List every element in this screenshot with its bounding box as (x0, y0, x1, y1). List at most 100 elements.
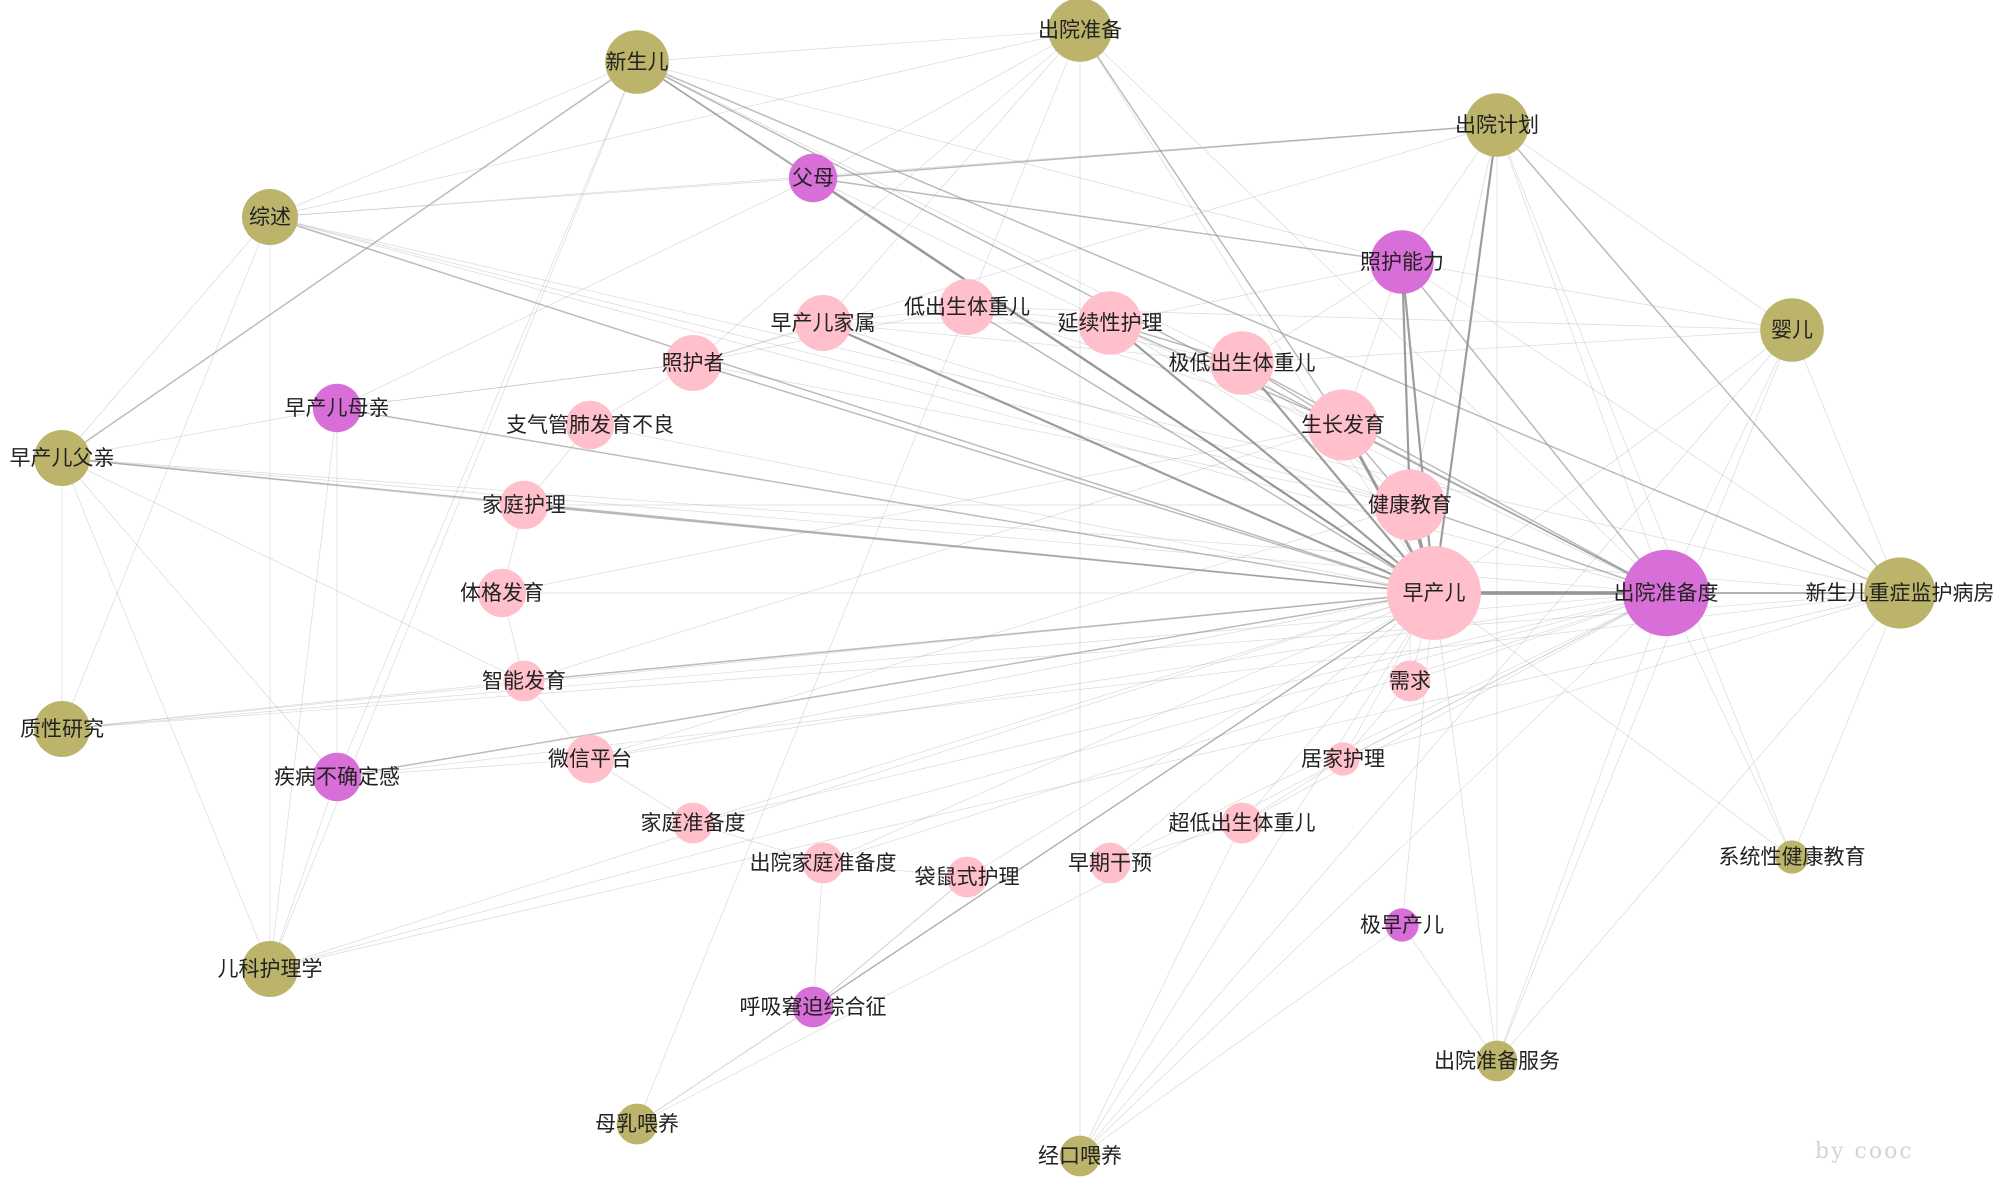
edge-jkjy-zhz (692, 362, 1411, 506)
node-label-zcrfq: 早产儿父亲 (10, 446, 115, 470)
node-zhnl (1370, 230, 1434, 294)
edge-xsezzjhbf-jjhl (1342, 592, 1901, 760)
edge-zcrmq-zhz (336, 362, 694, 409)
edge-fm-zcrmq (336, 177, 814, 409)
node-zhz (665, 335, 721, 391)
node-label-jthl: 家庭护理 (482, 493, 566, 517)
node-dsshl (946, 856, 988, 898)
node-zcrjs (795, 295, 851, 351)
edge-jzcr-cyzbfw (1401, 924, 1498, 1062)
edge-hxjpzhz-dsshl (812, 876, 968, 1008)
edge-szfy-znfy (523, 424, 1344, 682)
edge-zhz-zcrmq (336, 362, 694, 409)
edge-cyzbd-cyjh (1496, 124, 1667, 594)
node-label-zhnl: 照护能力 (1360, 250, 1444, 274)
edge-zcr-zhz (692, 362, 1435, 594)
node-cyjtzbd (802, 842, 844, 884)
edge-wxpt-jbbqdg (336, 758, 591, 778)
edge-cyzb-zs (269, 29, 1081, 218)
edge-cyzbd-jjhl (1342, 592, 1667, 760)
node-xtxjkjy (1775, 840, 1809, 874)
node-tgfy (477, 568, 527, 618)
edge-cyzbd-cyjtzbd (822, 592, 1667, 864)
edge-jkjy-zhnl (1400, 261, 1412, 506)
edge-cyjh-xtxjkjy (1496, 124, 1793, 858)
edge-jkjy-wxpt (589, 504, 1411, 760)
edge-znfy-zxyj (61, 680, 525, 730)
edge-cyzbd-jtzbd (692, 592, 1667, 824)
edge-cyzbd-zqgy (1109, 592, 1667, 864)
edge-zcr-jzcr (1401, 592, 1435, 926)
edge-cyjh-xsezzjhbf (1496, 124, 1901, 594)
node-label-jjhl: 居家护理 (1301, 747, 1385, 771)
node-label-zcrmq: 早产儿母亲 (285, 396, 390, 420)
node-szfy (1307, 389, 1379, 461)
edge-hxjpzhz-mrwy (636, 1006, 814, 1125)
node-znfy (503, 660, 545, 702)
edge-cyzbd-wxpt (589, 592, 1667, 760)
edge-cyzbd-xse (636, 61, 1667, 594)
edge-zcr-xtxjkjy (1433, 592, 1793, 858)
node-label-wxpt: 微信平台 (548, 747, 632, 771)
node-label-jkjy: 健康教育 (1368, 493, 1452, 517)
edge-zcr-zxyj (61, 592, 1435, 730)
node-label-cyzb: 出院准备 (1038, 18, 1122, 42)
edge-zcrfq-xsezzjhbf (61, 457, 1901, 594)
edge-ye-jkwy (1079, 329, 1793, 1157)
edge-fm-xse (636, 61, 814, 179)
edge-mrwy-cyzb (636, 29, 1081, 1125)
node-ye (1760, 298, 1824, 362)
node-hxjpzhz (792, 986, 834, 1028)
node-wxpt (565, 734, 615, 784)
node-zs (242, 189, 298, 245)
node-label-zcrjs: 早产儿家属 (771, 311, 876, 335)
edge-zcr-ekhlx (269, 592, 1435, 970)
edge-fm-cyjh (812, 124, 1498, 179)
edge-cyzbd-cyzb (1079, 29, 1667, 594)
edge-szfy-cyzb (1079, 29, 1344, 426)
edge-zcr-wxpt (589, 592, 1435, 760)
edge-zcrfq-ekhlx (61, 457, 271, 970)
node-cyzb (1048, 0, 1112, 62)
edge-cyzb-fm (812, 29, 1081, 179)
edge-zs-zcrfq (61, 216, 271, 459)
node-mrwy (616, 1103, 658, 1145)
node-label-cyzbfw: 出院准备服务 (1434, 1049, 1560, 1073)
edge-jtzbd-cyjtzbd (692, 822, 824, 864)
node-label-dcstze: 低出生体重儿 (904, 295, 1030, 319)
node-ekhlx (242, 941, 298, 997)
node-label-cyjh: 出院计划 (1455, 113, 1539, 137)
edge-fm-zs (269, 177, 814, 218)
node-cyzbfw (1476, 1040, 1518, 1082)
edge-zcr-zs (269, 216, 1435, 594)
edge-zhnl-fm (812, 177, 1403, 263)
node-zqgy (1089, 842, 1131, 884)
node-jkwy (1059, 1135, 1101, 1177)
node-jkjy (1374, 469, 1446, 541)
node-label-xsezzjhbf: 新生儿重症监护病房 (1806, 581, 1995, 605)
edge-zcr-dsshl (966, 592, 1435, 878)
node-label-hxjpzhz: 呼吸窘迫综合征 (740, 995, 887, 1019)
node-zcrmq (312, 383, 362, 433)
edge-xse-jdcstze (636, 61, 1243, 364)
edge-xsezzjhbf-zxyj (61, 592, 1901, 730)
edge-jbbqdg-xse (336, 61, 638, 778)
node-jzcr (1385, 908, 1419, 942)
node-label-cdcstze: 超低出生体重儿 (1169, 811, 1316, 835)
edge-ekhlx-cyzbd (269, 592, 1667, 970)
edge-jkwy-jzcr (1079, 924, 1403, 1157)
edge-ye-xsezzjhbf (1791, 329, 1901, 594)
edge-cyjh-ye (1496, 124, 1793, 331)
watermark-text: by cooc (1815, 1139, 1914, 1164)
node-xq (1389, 660, 1431, 702)
node-jjhl (1326, 742, 1360, 776)
edge-zs-xsezzjhbf (269, 216, 1901, 594)
edge-xsezzjhbf-xtxjkjy (1791, 592, 1901, 858)
node-label-zcr: 早产儿 (1403, 581, 1466, 605)
node-label-yxxhl: 延续性护理 (1058, 311, 1163, 335)
node-label-mrwy: 母乳喂养 (595, 1112, 679, 1136)
edge-cyzbd-cyzbfw (1496, 592, 1667, 1062)
node-label-znfy: 智能发育 (482, 669, 566, 693)
node-label-jkwy: 经口喂养 (1038, 1144, 1122, 1168)
edge-zcr-zcrfq (61, 457, 1435, 594)
